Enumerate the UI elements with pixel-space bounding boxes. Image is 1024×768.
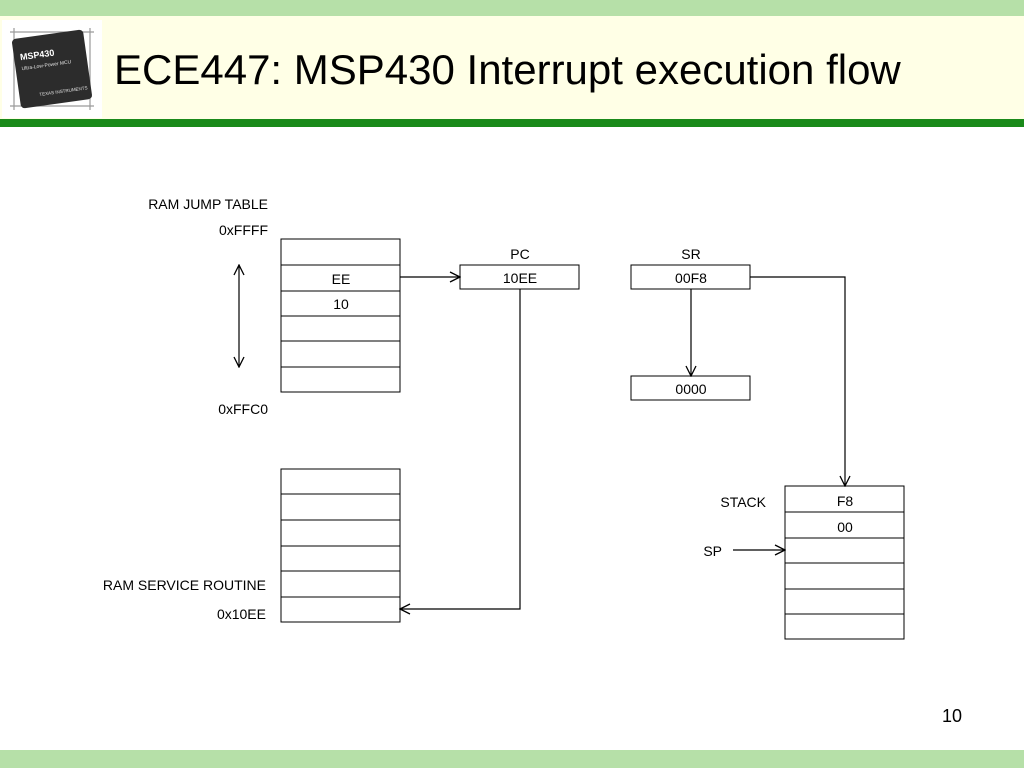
jump-table-cell xyxy=(280,366,401,393)
chip-logo-line1: MSP430 xyxy=(19,48,55,63)
stack-cell xyxy=(784,613,905,640)
sr-cleared-value: 0000 xyxy=(675,381,706,397)
jump-table-cell-value: EE xyxy=(332,271,351,287)
sr-cleared-register xyxy=(630,375,751,401)
stack-table: F8 00 xyxy=(784,485,905,640)
service-routine-cell xyxy=(280,468,401,495)
service-routine-cell xyxy=(280,545,401,572)
stack-cell-value: 00 xyxy=(837,519,853,535)
sp-label: SP xyxy=(703,543,722,559)
slide-title: ECE447: MSP430 Interrupt execution flow xyxy=(114,46,901,93)
jump-table-cell xyxy=(280,315,401,342)
sr-to-stack-arrow xyxy=(750,276,845,486)
msp430-chip-logo: MSP430 Ultra-Low-Power MCU TEXAS INSTRUM… xyxy=(2,20,102,118)
jump-table-cell xyxy=(280,340,401,368)
service-routine-label: RAM SERVICE ROUTINE xyxy=(103,577,266,593)
jump-table-cell-value: 10 xyxy=(333,296,349,312)
pc-value: 10EE xyxy=(503,270,537,286)
service-routine-cell xyxy=(280,570,401,598)
chip-logo-brand: TEXAS INSTRUMENTS xyxy=(39,85,88,97)
sr-value: 00F8 xyxy=(675,270,707,286)
pc-to-service-routine-arrow xyxy=(400,289,521,609)
service-routine-table xyxy=(280,468,401,623)
pc-label: PC xyxy=(510,246,529,262)
service-routine-address: 0x10EE xyxy=(217,606,266,622)
jump-table: EE 10 xyxy=(280,238,401,393)
sr-label: SR xyxy=(681,246,700,262)
title-rule xyxy=(0,119,1024,127)
top-band xyxy=(0,0,1024,16)
stack-cell-value: F8 xyxy=(837,493,854,509)
jump-table-label: RAM JUMP TABLE xyxy=(148,196,268,212)
title-area xyxy=(0,16,1024,119)
stack-cell xyxy=(784,562,905,590)
jump-table-cell xyxy=(280,238,401,266)
service-routine-cell xyxy=(280,493,401,521)
stack-cell xyxy=(784,511,905,539)
stack-label: STACK xyxy=(720,494,766,510)
jump-table-top-address: 0xFFFF xyxy=(219,222,268,238)
service-routine-cell xyxy=(280,596,401,623)
slide-number: 10 xyxy=(941,706,962,726)
pc-register xyxy=(459,264,580,290)
stack-cell xyxy=(784,537,905,564)
jump-table-bottom-address: 0xFFC0 xyxy=(218,401,268,417)
stack-cell xyxy=(784,588,905,615)
bottom-band xyxy=(0,750,1024,768)
service-routine-cell xyxy=(280,519,401,547)
